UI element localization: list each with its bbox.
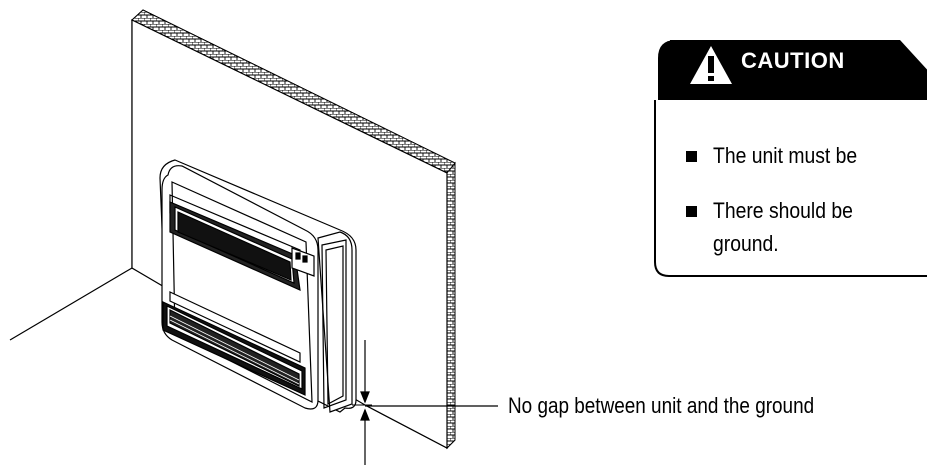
caution-panel <box>654 40 927 277</box>
caution-item-2-text: There should be <box>713 198 853 223</box>
caution-title: CAUTION <box>741 48 845 73</box>
caution-item-2-bullet <box>686 206 697 217</box>
no-gap-caption: No gap between unit and the ground <box>508 393 815 418</box>
gap-indicator <box>352 340 498 465</box>
caution-item-2-continuation: ground. <box>713 231 779 256</box>
caution-item-1-text: The unit must be <box>713 143 858 168</box>
indoor-unit <box>159 159 357 413</box>
caution-item-1-bullet <box>686 151 697 162</box>
